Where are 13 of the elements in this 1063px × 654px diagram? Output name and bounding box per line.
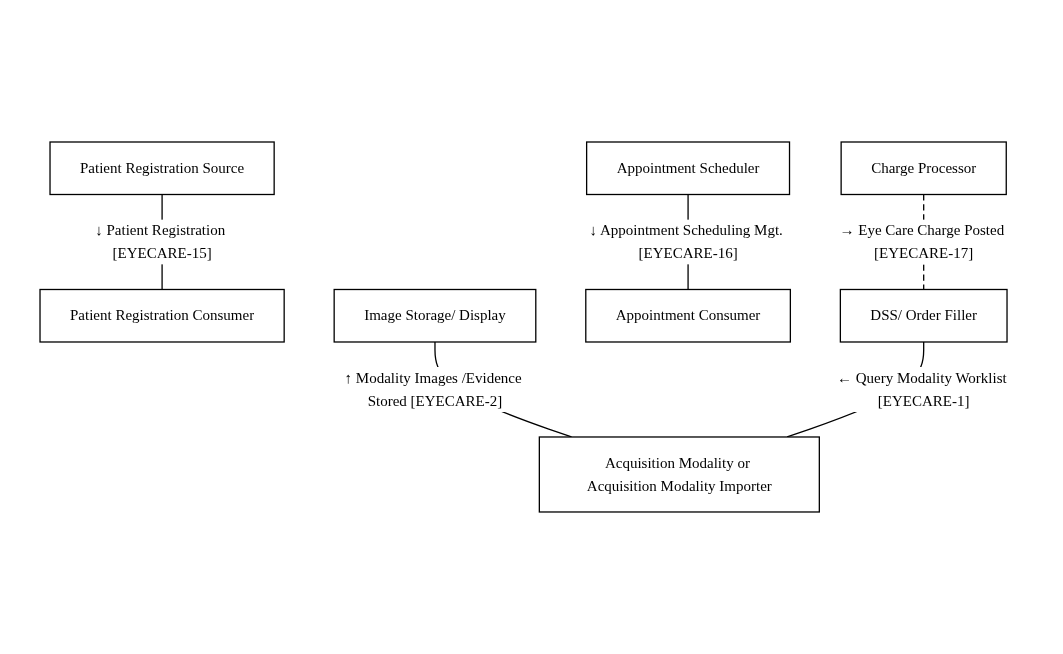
- edge-label: ↓ Patient Registration [EYECARE-15]: [94, 222, 225, 261]
- node-box: Charge Processor: [840, 141, 1007, 196]
- edge-label: → Eye Care Charge Posted [EYECARE-17]: [839, 222, 1004, 261]
- node-box: Patient Registration Consumer: [39, 288, 285, 343]
- node-box: DSS/ Order Filler: [839, 288, 1008, 343]
- node-box: Acquisition Modality or Acquisition Modality Importer: [538, 436, 820, 513]
- node-box: Appointment Consumer: [584, 288, 791, 343]
- node-box: Image Storage/ Display: [333, 288, 537, 343]
- edge-label: ↑ Modality Images /Evidence Stored [EYECARE-2]: [344, 369, 522, 409]
- node-box: Appointment Scheduler: [585, 141, 790, 196]
- node-box: Patient Registration Source: [49, 141, 275, 196]
- edge-label: ← Query Modality Worklist [EYECARE-1]: [836, 369, 1007, 409]
- edge-label: ↓ Appointment Scheduling Mgt. [EYECARE-16]: [589, 222, 783, 261]
